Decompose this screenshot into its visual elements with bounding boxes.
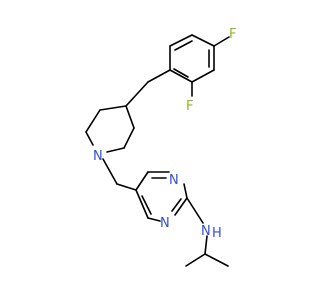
bond (191, 69, 215, 83)
pyrimidine-ring (135, 171, 188, 222)
bond (125, 105, 135, 129)
pyrimidine-nitrogen-top-label: N (169, 173, 179, 188)
bond (135, 189, 149, 219)
structure-canvas: F F N N N N H (85, 27, 236, 267)
bond (213, 36, 230, 47)
bond (99, 105, 127, 111)
ethyl-linker (125, 69, 171, 107)
bond (183, 183, 188, 199)
bond (106, 147, 125, 153)
piperidine-ring (85, 105, 135, 153)
fluorine-label-ortho: F (186, 99, 193, 114)
bond (102, 158, 118, 185)
bond (147, 69, 171, 83)
fluorine-label-para: F (229, 27, 236, 42)
bond (204, 235, 208, 255)
amine-hydrogen-label: H (212, 226, 222, 241)
bond (85, 109, 101, 133)
bond (116, 183, 137, 191)
piperidine-nitrogen-label: N (93, 149, 103, 164)
isopropylamine (185, 197, 229, 267)
bond (191, 34, 215, 47)
methylene-linker (102, 158, 137, 191)
double-bond-inner (141, 195, 152, 215)
bond (169, 34, 193, 47)
amine-nitrogen-label: N (201, 224, 211, 239)
pyrimidine-nitrogen-bottom-label: N (160, 216, 170, 231)
bond (169, 69, 193, 83)
difluorophenyl-ring (169, 34, 230, 97)
bond (85, 131, 94, 146)
molecule-diagram: F F N N N N H (85, 27, 236, 267)
bond (174, 197, 188, 216)
double-bond-inner (173, 68, 189, 78)
bond (135, 171, 149, 191)
bond (125, 81, 149, 107)
bond (204, 253, 229, 267)
bond (147, 217, 161, 222)
double-bond-inner (174, 40, 193, 51)
bond (123, 127, 135, 149)
double-bond-inner (171, 198, 182, 212)
bond (186, 197, 204, 224)
bond (185, 253, 206, 267)
